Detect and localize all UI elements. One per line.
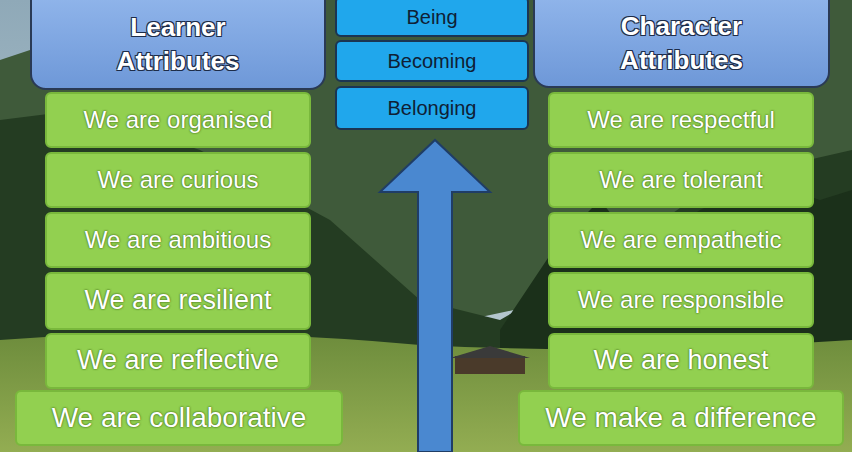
box-label: Becoming xyxy=(388,50,477,72)
attribute-box: We are resilient xyxy=(45,272,311,330)
stage-box: Being xyxy=(335,0,529,37)
box-label: We are organised xyxy=(84,107,273,133)
stage-box: Belonging xyxy=(335,86,529,130)
box-label: We make a difference xyxy=(545,403,816,434)
header-text: Learner Attributes xyxy=(78,11,278,79)
box-label: We are collaborative xyxy=(52,403,307,434)
box-label: We are honest xyxy=(593,346,768,376)
attribute-box: We are curious xyxy=(45,152,311,208)
header-box: Learner Attributes xyxy=(30,0,326,90)
box-label: We are responsible xyxy=(578,287,784,313)
stage-box: Becoming xyxy=(335,40,529,82)
attribute-box: We are reflective xyxy=(45,333,311,389)
box-label: We are resilient xyxy=(84,286,271,316)
box-label: We are ambitious xyxy=(85,227,271,253)
box-label: We are tolerant xyxy=(599,167,763,193)
attribute-box: We are honest xyxy=(548,333,814,389)
box-label: We are reflective xyxy=(77,346,279,376)
header-text: Character Attributes xyxy=(582,10,782,78)
attribute-box: We are empathetic xyxy=(548,212,814,268)
box-label: Belonging xyxy=(388,97,477,119)
attribute-box: We are responsible xyxy=(548,272,814,328)
attribute-box: We are collaborative xyxy=(15,390,343,446)
box-label: We are respectful xyxy=(587,107,775,133)
header-box: Character Attributes xyxy=(533,0,830,88)
box-label: Being xyxy=(406,6,457,28)
cabin xyxy=(450,346,530,374)
attribute-box: We make a difference xyxy=(518,390,844,446)
box-label: We are curious xyxy=(98,167,259,193)
attribute-box: We are organised xyxy=(45,92,311,148)
upward-arrow xyxy=(380,140,490,452)
attribute-box: We are ambitious xyxy=(45,212,311,268)
attribute-box: We are tolerant xyxy=(548,152,814,208)
box-label: We are empathetic xyxy=(581,227,782,253)
attribute-box: We are respectful xyxy=(548,92,814,148)
